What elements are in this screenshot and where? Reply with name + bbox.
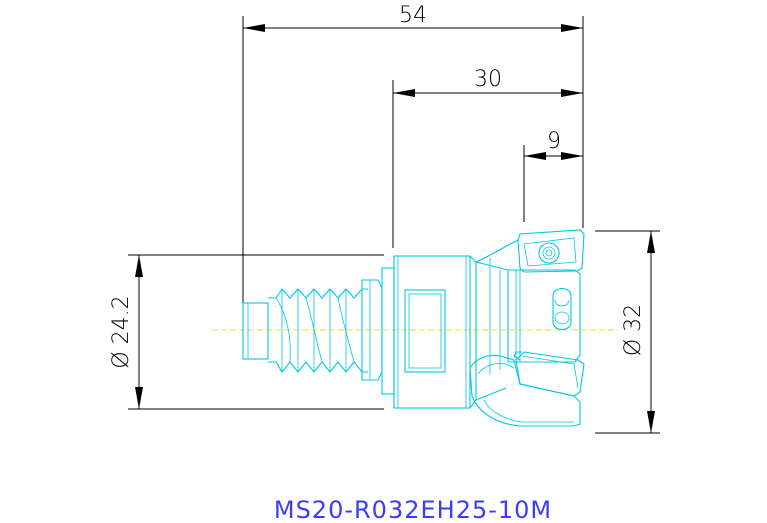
dimension-label-9: 9 <box>547 129 561 154</box>
dimension-overall-length <box>242 16 584 330</box>
upper-insert <box>517 229 585 273</box>
dimension-label-54: 54 <box>399 3 427 28</box>
threaded-shank <box>242 267 395 395</box>
dimension-label-30: 30 <box>474 67 502 92</box>
chip-flute <box>469 354 581 427</box>
side-pocket <box>552 287 572 331</box>
model-label: MS20-R032EH25-10M <box>274 496 552 523</box>
cutting-head <box>507 269 581 363</box>
tool-body <box>393 239 519 409</box>
dimension-head-length <box>392 80 583 248</box>
dimension-shank-diameter <box>128 254 384 410</box>
dimension-label-32: Ø 32 <box>621 304 646 356</box>
lower-insert <box>513 351 585 397</box>
dimension-insert-length <box>523 145 583 222</box>
dimension-label-24-2: Ø 24.2 <box>109 295 134 368</box>
dimension-cutting-diameter <box>595 230 660 434</box>
